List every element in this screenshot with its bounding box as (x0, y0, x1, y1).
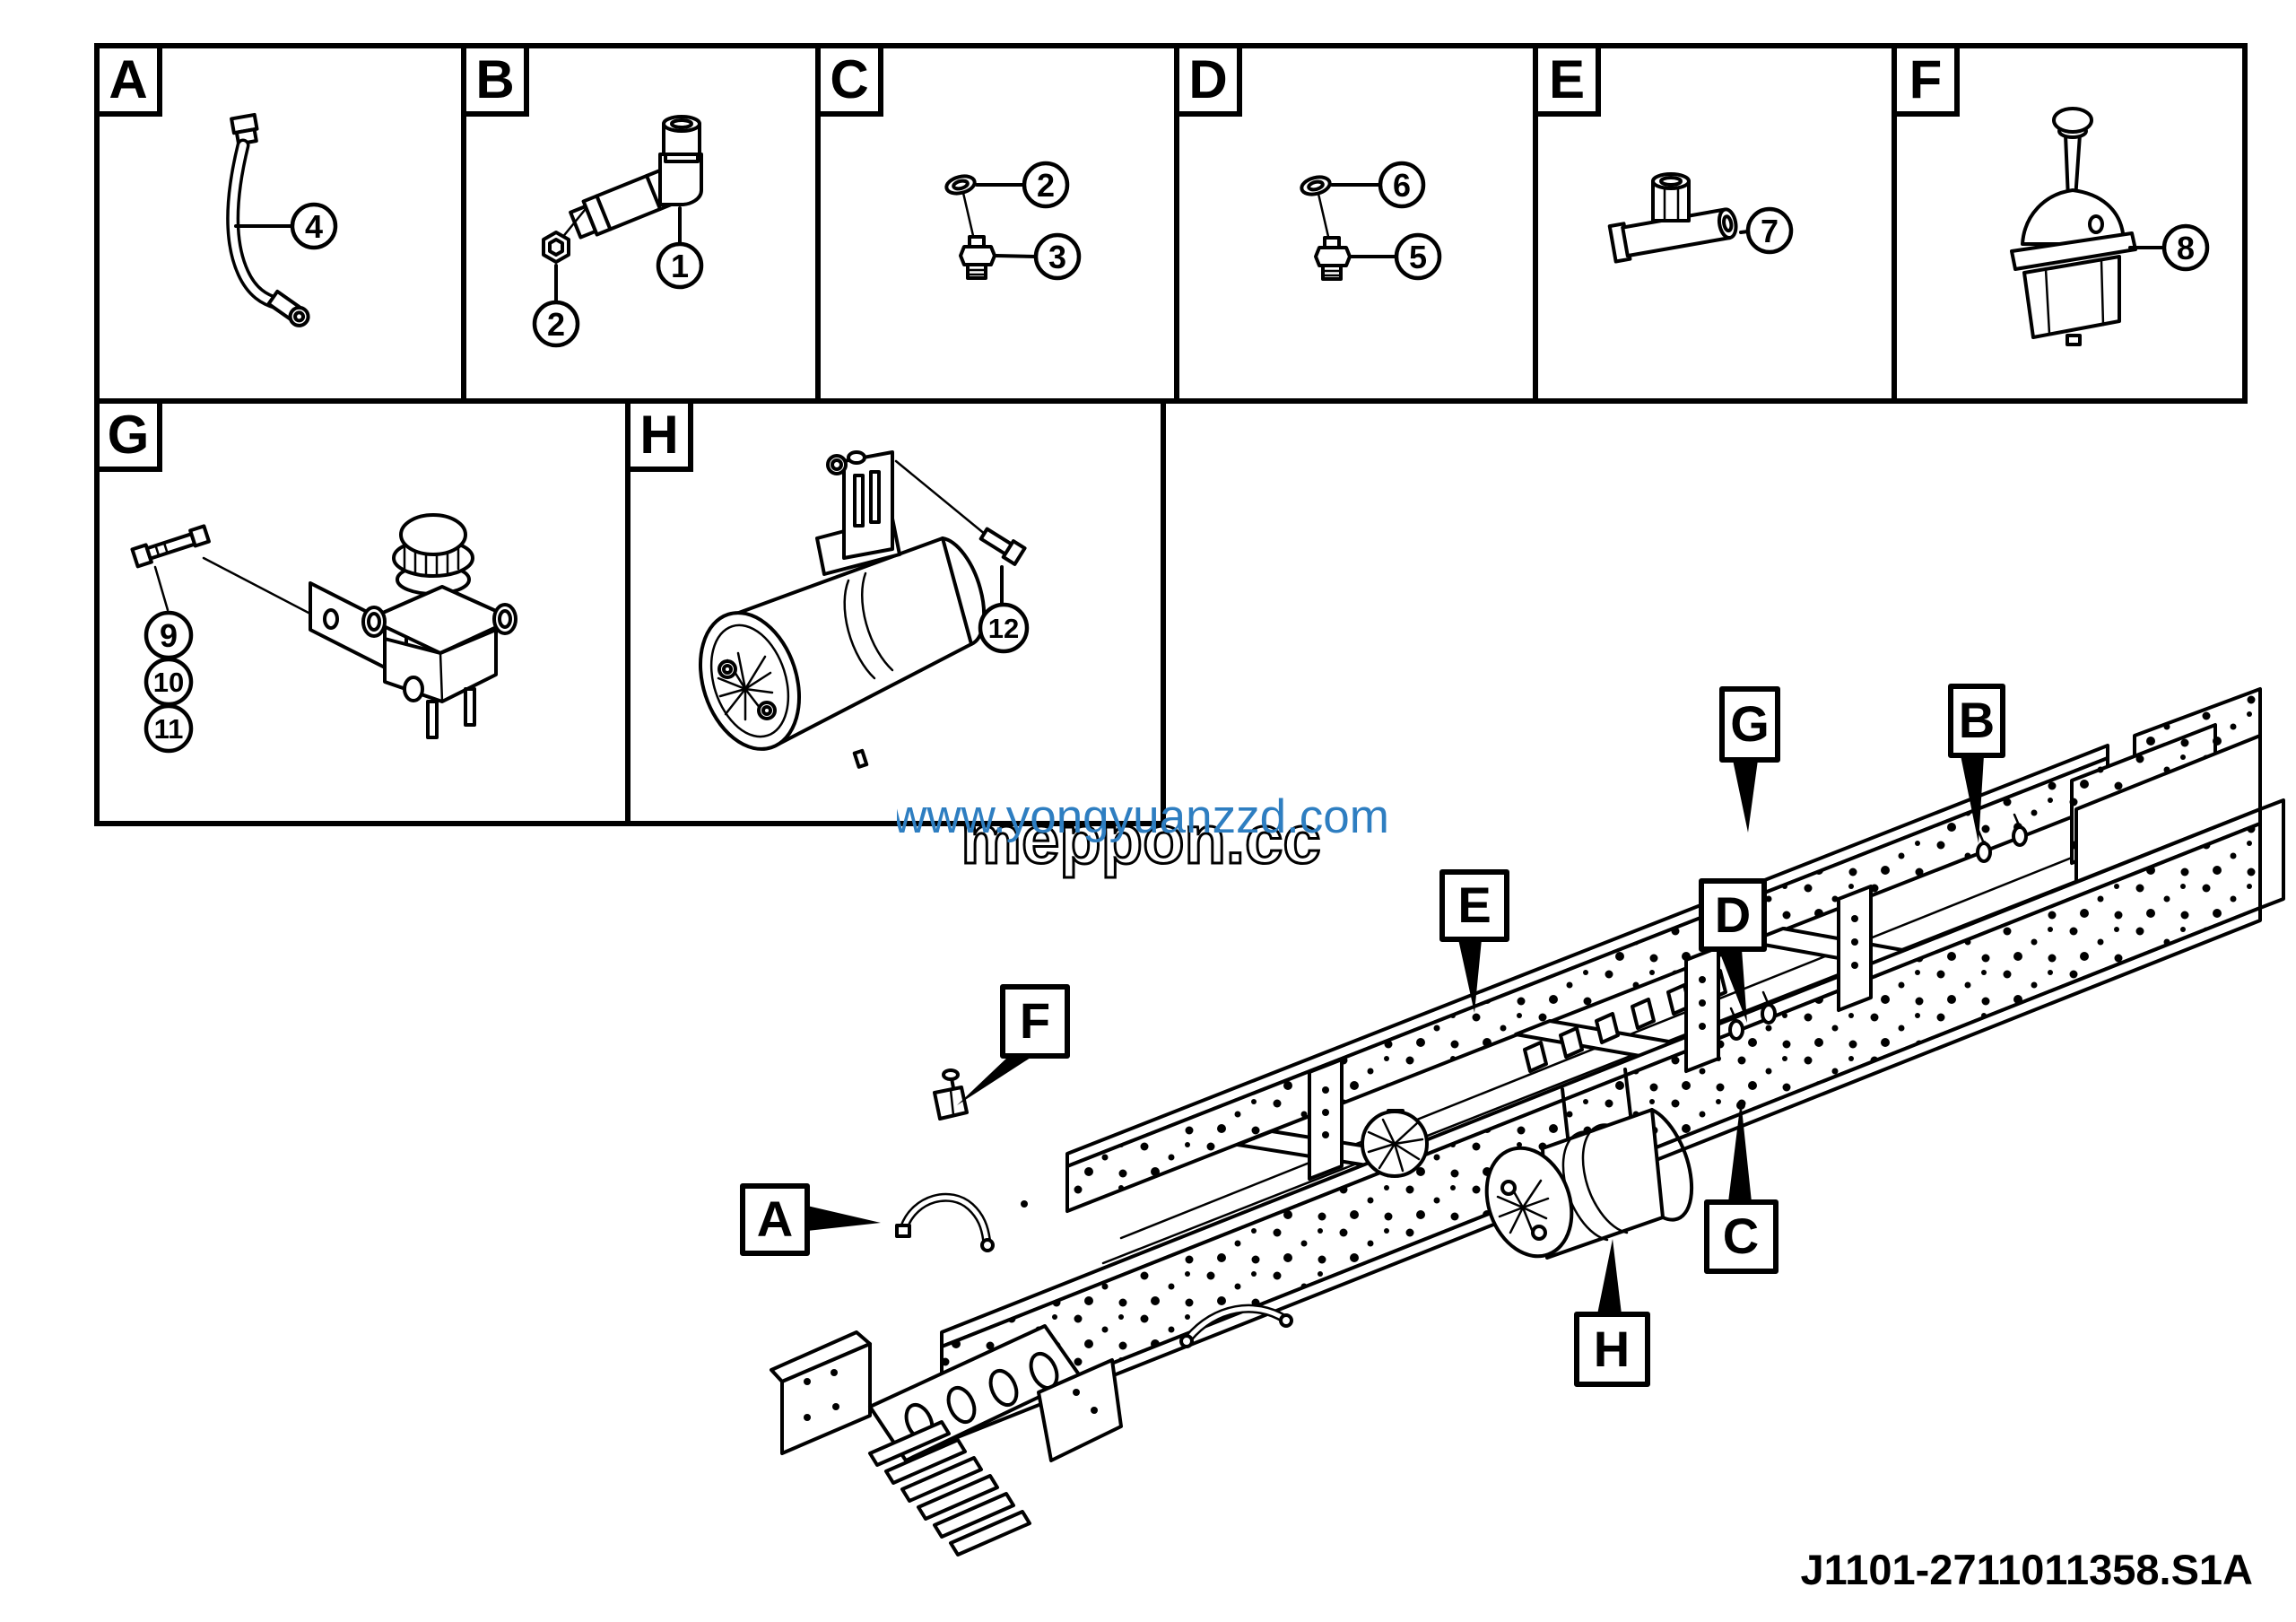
panel-letter-text: H (639, 405, 679, 465)
panel-C: C 2 3 (815, 43, 1179, 404)
rail-brackets (1308, 885, 1873, 1181)
callout-5 (1394, 232, 1442, 281)
panel-D: D 6 5 (1174, 43, 1538, 404)
panel-F: F 8 (1892, 43, 2248, 404)
callout-9-text: 9 (160, 617, 178, 654)
hand-valve-lever (2052, 107, 2093, 201)
hand-valve-body (2010, 188, 2137, 346)
panel-E-art: 7 (1607, 172, 1794, 264)
chassis-callouts: G B E D F A C H (740, 684, 2005, 1387)
elbow-body (658, 153, 703, 206)
float-valve-F (933, 1068, 969, 1121)
panel-letter-text: C (830, 49, 869, 109)
panel-H-letter: H (625, 398, 693, 472)
callout-11-text: 11 (154, 713, 184, 745)
callout-1 (656, 241, 704, 290)
tank-starburst (717, 651, 774, 721)
panel-E-letter: E (1533, 43, 1601, 117)
chassis-label-D: D (1715, 886, 1751, 943)
panel-H-art: 12 (698, 450, 1030, 769)
callout-6-text: 6 (1393, 167, 1411, 204)
panel-letter-text: D (1188, 49, 1228, 109)
rear-crossmember (2070, 687, 2262, 884)
callout-8 (2161, 223, 2210, 272)
callout-7 (1745, 206, 1794, 255)
panel-G: G (94, 398, 631, 826)
callout-1-text: 1 (671, 248, 689, 284)
chassis-label-G: G (1730, 695, 1770, 752)
panel-F-letter: F (1892, 43, 1960, 117)
chassis-label-B: B (1959, 692, 1995, 748)
callout-12 (978, 602, 1030, 654)
chassis-drawing: G B E D F A C H (740, 684, 2285, 1557)
callout-4-text: 4 (305, 208, 323, 245)
front-end (770, 1324, 1123, 1557)
callout-5-text: 5 (1409, 239, 1427, 275)
seal-ring (1300, 175, 1332, 196)
callout-2-text: 2 (1037, 167, 1055, 204)
rail-hose (1179, 1304, 1293, 1348)
panel-F-art: 8 (2010, 107, 2210, 346)
panel-letter-text: F (1909, 49, 1943, 109)
hose-end-fitting (266, 289, 310, 327)
callout-2 (532, 300, 580, 348)
callout-3 (1033, 232, 1082, 281)
callout-3-text: 3 (1048, 239, 1066, 275)
bolt-12 (978, 527, 1027, 566)
callout-4 (290, 202, 338, 250)
tee-barrel (1607, 207, 1738, 264)
chassis-air-tank (1484, 1068, 1694, 1260)
panel-D-art: 6 5 (1300, 161, 1442, 281)
brake-chamber (1361, 1109, 1429, 1178)
panel-C-letter: C (815, 43, 883, 117)
drawing-number: J1101-2711011358.S1A (1800, 1546, 2253, 1593)
fitting (959, 235, 996, 280)
pipe-clips (1728, 813, 2028, 1110)
panel-letter-text: B (475, 49, 515, 109)
float-hose-A (895, 1192, 1028, 1252)
panel-B-letter: B (461, 43, 529, 117)
watermark-site-text: meppon.cc (961, 802, 1320, 878)
panel-H: H (625, 398, 1166, 826)
air-reservoir (698, 536, 987, 769)
callout-2 (1022, 161, 1070, 209)
callout-12-text: 12 (988, 613, 1019, 644)
callout-2-text: 2 (547, 306, 565, 343)
chassis-label-C: C (1723, 1208, 1759, 1264)
panel-B: B 1 2 (461, 43, 821, 404)
panel-A-art: 4 (226, 112, 338, 327)
tee-top-port (1651, 172, 1691, 222)
panel-A: A 4 (94, 43, 466, 404)
callout-6 (1378, 161, 1426, 209)
panel-B-art: 1 2 (532, 115, 704, 348)
panel-C-art: 2 3 (944, 161, 1082, 281)
callout-7-text: 7 (1761, 213, 1779, 249)
panel-G-letter: G (94, 398, 162, 472)
callout-10-text: 10 (153, 667, 184, 698)
leader-3 (995, 254, 1038, 258)
panel-D-letter: D (1174, 43, 1242, 117)
seal-ring (944, 174, 977, 196)
chassis-label-A: A (757, 1190, 793, 1247)
watermark-url-text: www.yongyuanzzd.com (897, 790, 1389, 843)
panel-A-letter: A (94, 43, 162, 117)
bolt (130, 524, 211, 569)
callout-8-text: 8 (2177, 230, 2195, 266)
brake-valve (361, 513, 517, 739)
panel-letter-text: E (1548, 49, 1586, 109)
panel-E: E 7 (1533, 43, 1897, 404)
bracket-to-bolt-line (894, 459, 987, 536)
watermark: meppon.cc www.yongyuanzzd.com (897, 790, 1389, 880)
panel-G-art: 9 10 11 (130, 513, 517, 754)
callout-11 (144, 703, 194, 754)
chassis-label-E: E (1457, 876, 1491, 933)
stud-line (560, 208, 587, 240)
fitting (1314, 236, 1352, 281)
chassis-label-H: H (1594, 1321, 1630, 1377)
panel-letter-text: G (107, 405, 150, 465)
panel-letter-text: A (109, 49, 148, 109)
chassis-label-F: F (1020, 992, 1050, 1049)
tank-bracket (815, 450, 901, 576)
